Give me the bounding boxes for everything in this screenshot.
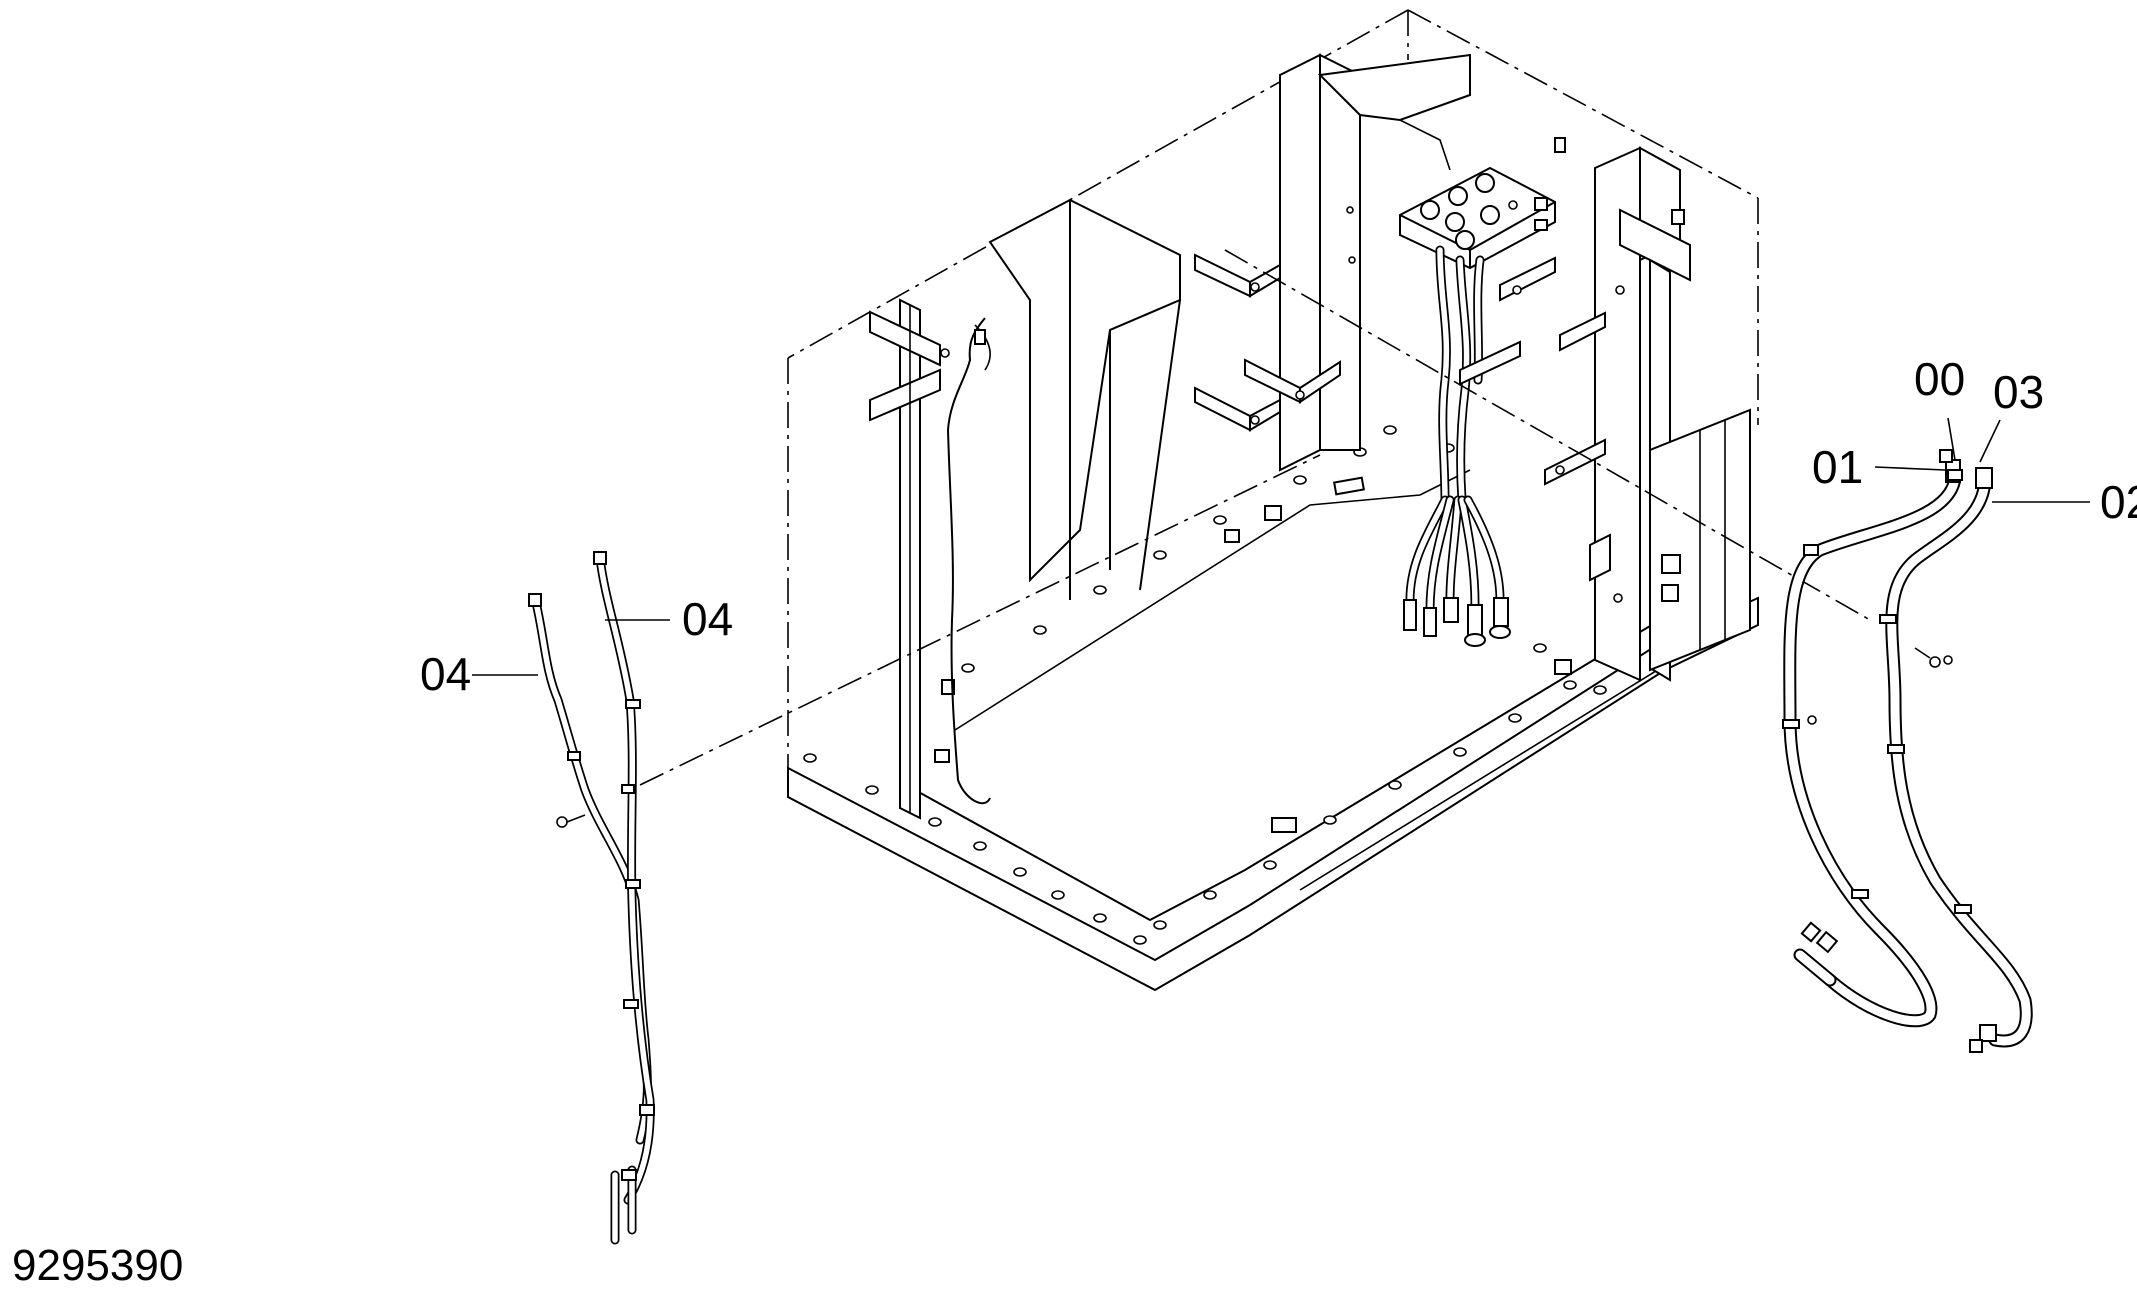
callout-00: 00: [1914, 353, 1965, 405]
hose-assembly-04: [528, 551, 655, 1245]
left-post: [869, 298, 955, 820]
callout-04-lower: 04: [420, 648, 471, 700]
callout-02: 02: [2100, 476, 2137, 528]
rear-center-posts: [1279, 53, 1471, 472]
brackets-left: [1194, 253, 1341, 432]
frame-phantom-outline: [787, 9, 1759, 768]
callout-04-upper: 04: [682, 593, 733, 645]
post-wire: [946, 317, 991, 805]
callout-01: 01: [1812, 441, 1863, 493]
right-posts: [1554, 137, 1751, 682]
center-hose-bundle: [1403, 245, 1511, 647]
callout-03: 03: [1993, 366, 2044, 418]
document-number: 9295390: [12, 1241, 183, 1290]
callout-leaders: [472, 417, 2090, 676]
plate-clips: [1224, 476, 1572, 833]
exploded-view-leaders: [639, 249, 1871, 786]
hose-assembly-right: [1782, 449, 2033, 1053]
valve-manifold: [1399, 166, 1556, 270]
brackets-right: [1459, 256, 1611, 582]
side-panel: [988, 198, 1181, 600]
